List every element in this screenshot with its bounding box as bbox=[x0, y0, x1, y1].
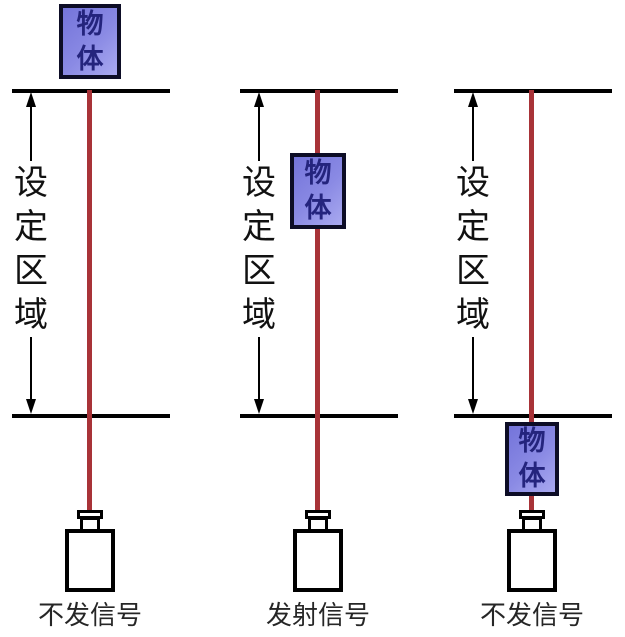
region-char: 设 bbox=[456, 163, 490, 203]
arrow-down-icon bbox=[26, 399, 36, 414]
sensor-flange bbox=[305, 510, 331, 519]
detection-beam bbox=[87, 90, 92, 512]
arrow-up-icon bbox=[26, 92, 36, 107]
object-char: 物 bbox=[304, 158, 332, 189]
arrow-down-icon bbox=[468, 399, 478, 414]
object-box: 物 体 bbox=[59, 4, 121, 79]
object-char: 物 bbox=[76, 8, 104, 40]
arrow-up-icon bbox=[468, 92, 478, 107]
region-char: 定 bbox=[456, 207, 490, 247]
region-char: 区 bbox=[242, 251, 276, 291]
signal-label: 不发信号 bbox=[37, 601, 142, 631]
region-char: 域 bbox=[242, 295, 276, 335]
object-box: 物 体 bbox=[290, 153, 346, 229]
region-label: 设 定 区 域 bbox=[9, 161, 53, 337]
region-char: 区 bbox=[456, 251, 490, 291]
region-char: 设 bbox=[242, 163, 276, 203]
region-char: 设 bbox=[14, 163, 48, 203]
arrow-down-icon bbox=[254, 399, 264, 414]
region-char: 域 bbox=[456, 295, 490, 335]
sensor-flange bbox=[519, 510, 545, 519]
object-char: 物 bbox=[518, 426, 546, 457]
region-char: 定 bbox=[14, 207, 48, 247]
object-box: 物 体 bbox=[505, 422, 559, 496]
region-char: 域 bbox=[14, 295, 48, 335]
object-char: 体 bbox=[304, 193, 332, 224]
sensor-body bbox=[293, 529, 343, 592]
detection-beam bbox=[315, 90, 320, 512]
signal-label: 发射信号 bbox=[265, 601, 370, 631]
object-char: 体 bbox=[518, 461, 546, 492]
object-char: 体 bbox=[76, 43, 104, 75]
arrow-up-icon bbox=[254, 92, 264, 107]
sensor-neck bbox=[80, 517, 100, 532]
signal-label: 不发信号 bbox=[479, 601, 584, 631]
region-char: 区 bbox=[14, 251, 48, 291]
sensor-neck bbox=[308, 517, 328, 532]
detection-beam bbox=[529, 90, 534, 512]
region-label: 设 定 区 域 bbox=[451, 161, 495, 337]
sensor-body bbox=[507, 529, 557, 592]
sensor-flange bbox=[77, 510, 103, 519]
sensor-neck bbox=[522, 517, 542, 532]
sensor-body bbox=[65, 529, 115, 592]
region-char: 定 bbox=[242, 207, 276, 247]
region-label: 设 定 区 域 bbox=[237, 161, 281, 337]
